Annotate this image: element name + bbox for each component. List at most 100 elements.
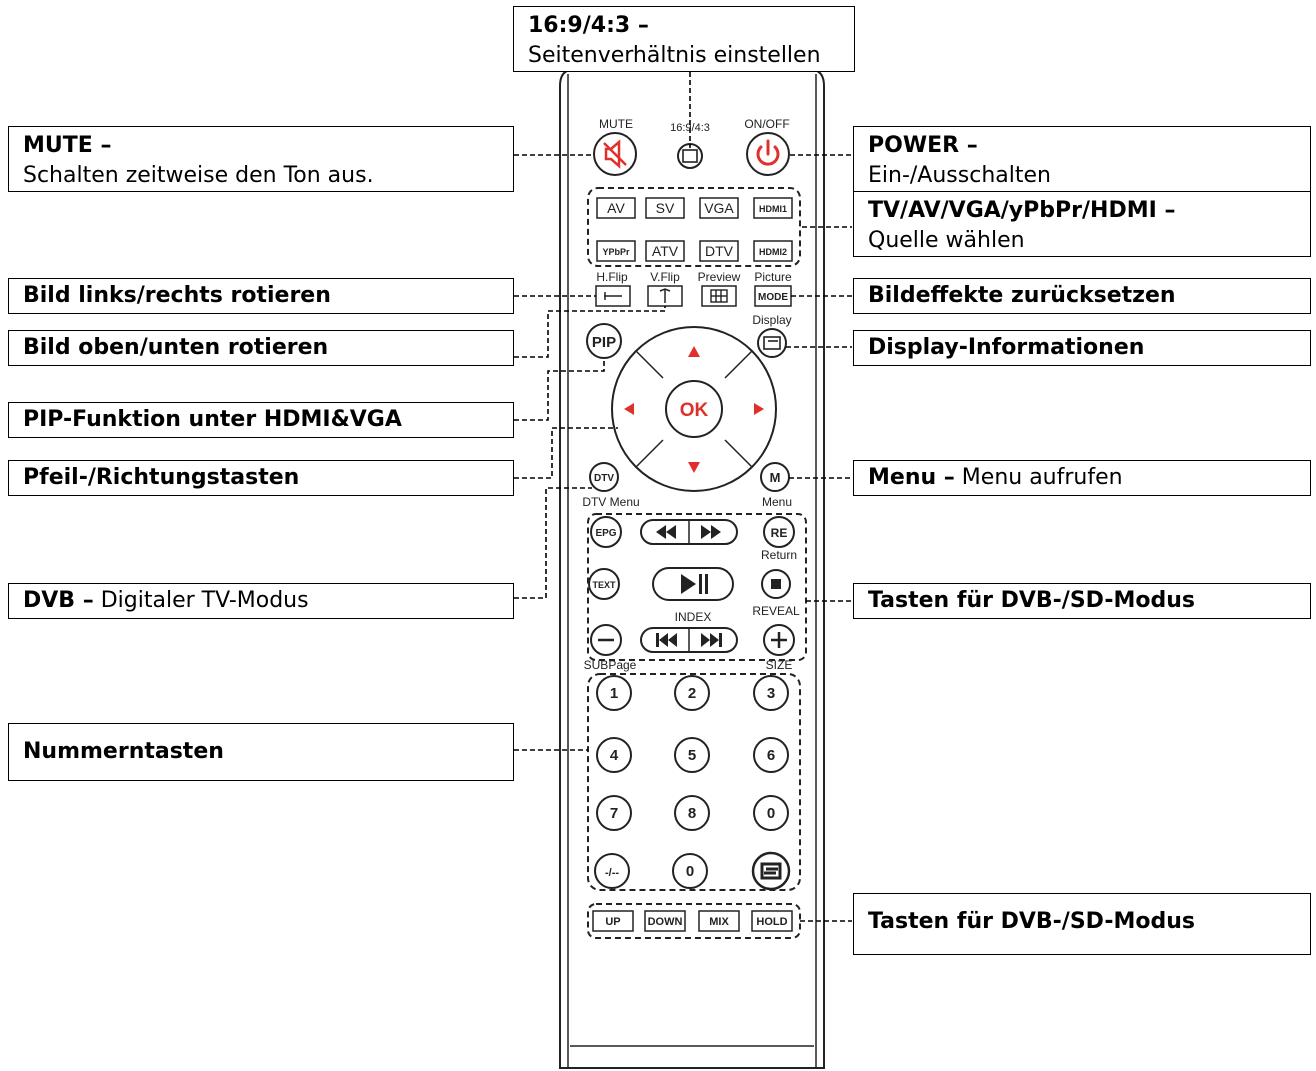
stop-icon bbox=[771, 579, 781, 589]
mute-label: MUTE bbox=[599, 117, 633, 131]
teletext-button[interactable] bbox=[751, 851, 791, 891]
bottom-button-label: DOWN bbox=[648, 916, 683, 928]
leader-arrows bbox=[514, 427, 618, 479]
hflip-button[interactable] bbox=[595, 285, 631, 307]
size-button[interactable] bbox=[763, 624, 795, 656]
epg-button[interactable]: EPG bbox=[590, 516, 622, 548]
vflip-button[interactable] bbox=[647, 285, 683, 307]
rewind-icon[interactable] bbox=[656, 525, 676, 539]
display-button[interactable] bbox=[757, 328, 787, 358]
number-button-9[interactable]: 0 bbox=[753, 795, 789, 831]
callout-pip: PIP-Funktion unter HDMI&VGA bbox=[8, 402, 514, 438]
bottom-button-down[interactable]: DOWN bbox=[644, 910, 686, 932]
leader-lines bbox=[514, 72, 852, 922]
leader-dvb bbox=[514, 487, 592, 599]
number-button-3[interactable]: 3 bbox=[753, 675, 789, 711]
number-button-label: 2 bbox=[688, 685, 696, 702]
reveal-label: REVEAL bbox=[752, 604, 800, 618]
subpage-button[interactable] bbox=[590, 624, 622, 656]
source-button-sv[interactable]: SV bbox=[645, 197, 685, 219]
fast-forward-icon[interactable] bbox=[701, 525, 721, 539]
ok-button[interactable]: OK bbox=[665, 380, 723, 438]
bottom-button-mix[interactable]: MIX bbox=[698, 910, 740, 932]
number-button-11[interactable]: 0 bbox=[672, 853, 708, 889]
stop-button[interactable] bbox=[761, 569, 791, 599]
source-button-label: YPbPr bbox=[602, 247, 630, 257]
arrow-down-icon[interactable] bbox=[688, 462, 700, 473]
prev-next-button[interactable] bbox=[640, 627, 738, 653]
return-label: Return bbox=[761, 548, 797, 562]
number-button-10[interactable]: -/-- bbox=[594, 853, 630, 889]
display-icon bbox=[763, 336, 781, 350]
callout-numbers-title: Nummerntasten bbox=[23, 739, 224, 764]
arrow-up-icon[interactable] bbox=[688, 346, 700, 357]
callout-picture-reset: Bildeffekte zurücksetzen bbox=[853, 278, 1311, 314]
source-button-hdmi1[interactable]: HDMI1 bbox=[753, 197, 793, 219]
callout-mute-title: MUTE – bbox=[23, 133, 112, 158]
picture-mode-button[interactable]: MODE bbox=[754, 285, 792, 307]
number-button-6[interactable]: 6 bbox=[753, 737, 789, 773]
source-button-hdmi2[interactable]: HDMI2 bbox=[753, 240, 793, 262]
menu-label: Menu bbox=[762, 495, 792, 509]
number-button-8[interactable]: 8 bbox=[674, 795, 710, 831]
source-button-group bbox=[587, 187, 801, 267]
bottom-button-label: HOLD bbox=[756, 916, 787, 928]
callout-hflip: Bild links/rechts rotieren bbox=[8, 278, 514, 314]
return-button[interactable]: RE bbox=[763, 516, 795, 548]
arrow-right-icon[interactable] bbox=[754, 403, 764, 415]
next-icon[interactable] bbox=[701, 633, 722, 647]
preview-button[interactable] bbox=[701, 285, 737, 307]
bottom-buttons: UP DOWN MIX HOLD bbox=[592, 910, 793, 932]
source-button-ypbpr[interactable]: YPbPr bbox=[596, 240, 636, 262]
dtv-button[interactable]: DTV bbox=[589, 462, 619, 492]
plus-icon bbox=[771, 632, 787, 648]
number-button-label: 1 bbox=[610, 685, 618, 702]
arrow-left-icon[interactable] bbox=[624, 403, 634, 415]
callout-power-title: POWER – bbox=[868, 133, 978, 158]
source-button-av[interactable]: AV bbox=[596, 197, 636, 219]
source-button-vga[interactable]: VGA bbox=[699, 197, 739, 219]
source-button-label: SV bbox=[656, 200, 675, 216]
text-button-label: TEXT bbox=[592, 580, 616, 590]
speaker-muted-icon bbox=[603, 139, 627, 169]
picture-label: Picture bbox=[754, 270, 792, 284]
source-button-label: ATV bbox=[652, 243, 679, 259]
number-button-4[interactable]: 4 bbox=[596, 737, 632, 773]
hflip-label: H.Flip bbox=[596, 270, 628, 284]
bottom-button-hold[interactable]: HOLD bbox=[751, 910, 793, 932]
play-pause-button[interactable] bbox=[652, 567, 734, 601]
bottom-button-label: MIX bbox=[709, 916, 729, 928]
menu-button[interactable]: M bbox=[760, 462, 790, 492]
number-button-2[interactable]: 2 bbox=[674, 675, 710, 711]
callout-menu-desc: Menu aufrufen bbox=[961, 465, 1123, 490]
number-button-1[interactable]: 1 bbox=[596, 675, 632, 711]
callout-arrows-title: Pfeil-/Richtungstasten bbox=[23, 465, 300, 490]
number-button-label: 3 bbox=[767, 685, 775, 702]
return-button-label: RE bbox=[771, 526, 788, 540]
previous-icon[interactable] bbox=[656, 633, 677, 647]
display-label: Display bbox=[752, 313, 791, 327]
number-button-5[interactable]: 5 bbox=[674, 737, 710, 773]
text-button[interactable]: TEXT bbox=[588, 568, 620, 600]
number-button-7[interactable]: 7 bbox=[596, 795, 632, 831]
callout-menu: Menu – Menu aufrufen bbox=[853, 460, 1311, 496]
rewind-forward-button[interactable] bbox=[640, 519, 738, 545]
source-button-dtv[interactable]: DTV bbox=[699, 240, 739, 262]
epg-button-label: EPG bbox=[595, 528, 616, 539]
callout-aspect-ratio-title: 16:9/4:3 – bbox=[528, 13, 649, 38]
power-button[interactable] bbox=[746, 132, 790, 176]
source-button-atv[interactable]: ATV bbox=[645, 240, 685, 262]
callout-dvb-desc: Digitaler TV-Modus bbox=[100, 588, 309, 613]
mute-button[interactable] bbox=[593, 132, 637, 176]
callout-aspect-ratio: 16:9/4:3 – Seitenverhältnis einstellen bbox=[513, 6, 855, 72]
bottom-button-label: UP bbox=[605, 916, 620, 928]
bottom-button-up[interactable]: UP bbox=[592, 910, 634, 932]
number-button-label: 5 bbox=[688, 747, 696, 764]
pip-button[interactable]: PIP bbox=[586, 323, 622, 359]
number-button-label: 7 bbox=[610, 805, 618, 822]
menu-button-label: M bbox=[770, 470, 781, 485]
size-label: SIZE bbox=[766, 658, 793, 672]
callout-power: POWER – Ein-/Ausschalten bbox=[853, 126, 1311, 192]
dtv-menu-label: DTV Menu bbox=[582, 495, 639, 509]
callout-display: Display-Informationen bbox=[853, 330, 1311, 366]
